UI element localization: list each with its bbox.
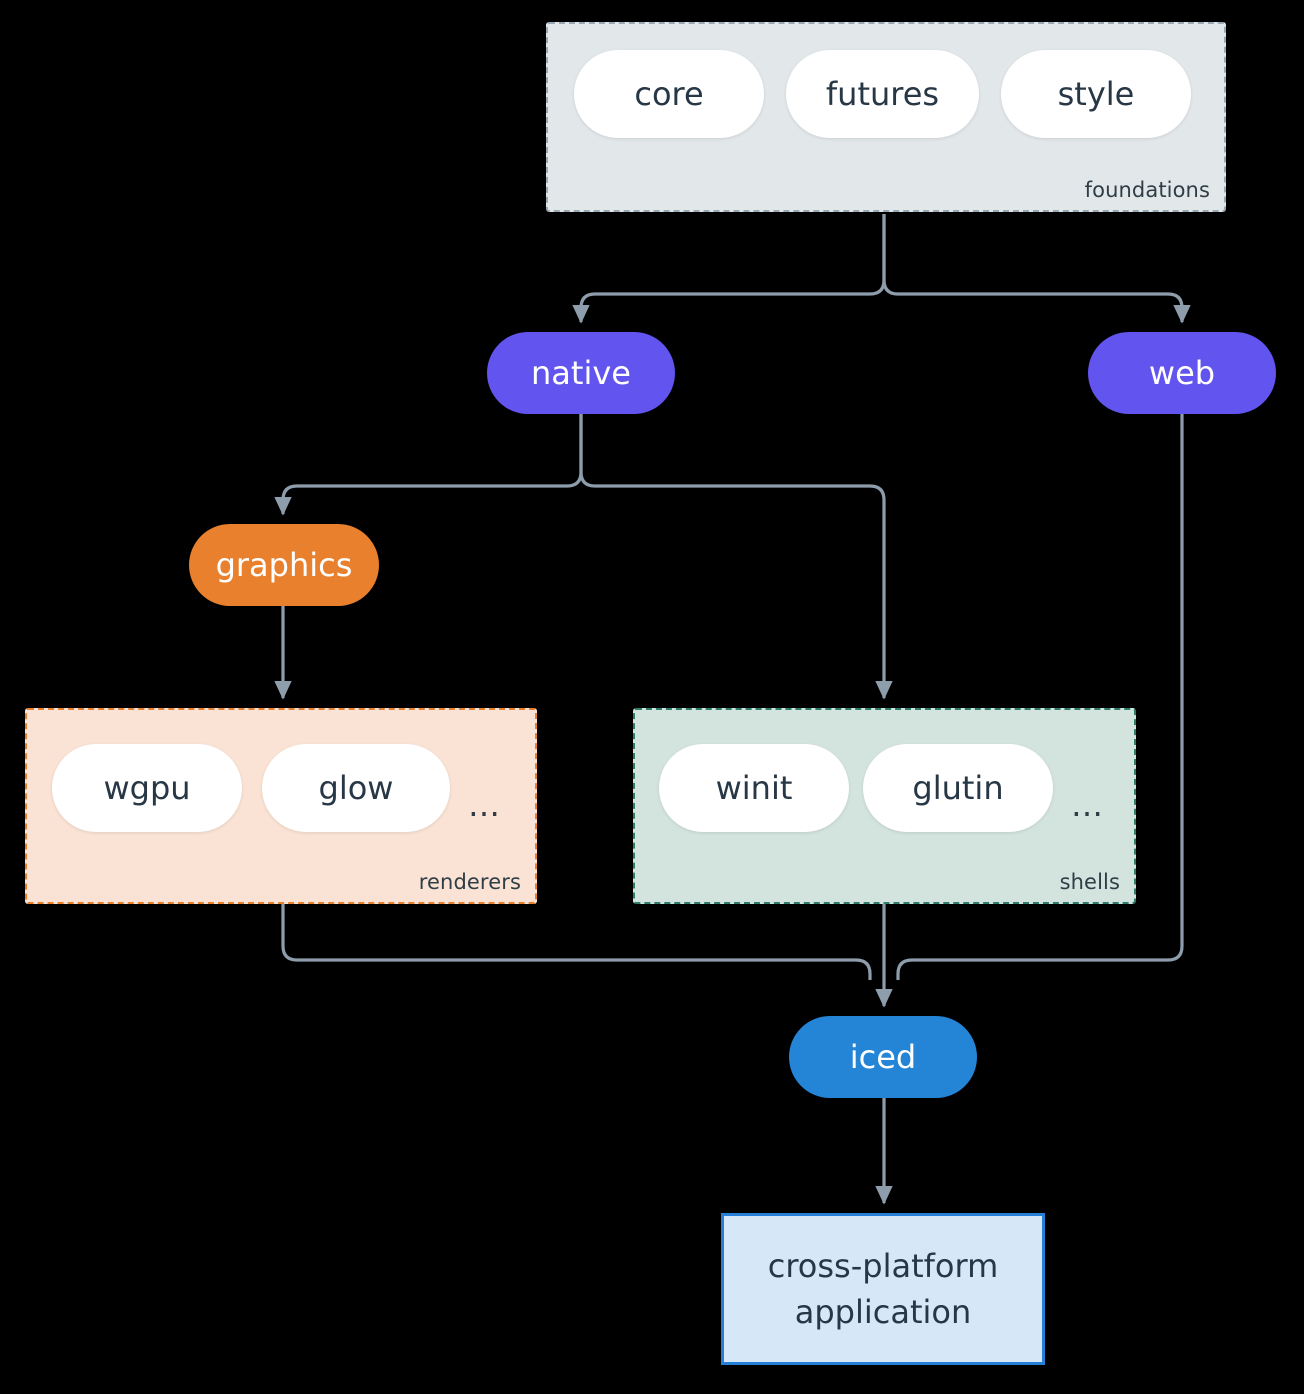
node-glow[interactable]: glow: [262, 744, 450, 832]
node-winit[interactable]: winit: [659, 744, 849, 832]
edge-web-iced: [896, 414, 1184, 980]
cluster-renderers-nodes: wgpu glow …: [52, 736, 500, 840]
shells-overflow-ellipsis: …: [1071, 786, 1103, 824]
node-futures[interactable]: futures: [786, 50, 979, 138]
cluster-renderers: wgpu glow … renderers: [25, 708, 537, 904]
node-glutin[interactable]: glutin: [863, 744, 1053, 832]
edge-renderers-iced: [281, 904, 872, 980]
cluster-shells: winit glutin … shells: [633, 708, 1136, 904]
cluster-foundations-nodes: core futures style: [574, 50, 1191, 138]
application-line-1: cross-platform: [767, 1246, 999, 1285]
node-wgpu[interactable]: wgpu: [52, 744, 242, 832]
cluster-foundations: core futures style foundations: [546, 22, 1226, 212]
node-iced[interactable]: iced: [789, 1016, 977, 1098]
edge-native-shells: [579, 414, 893, 700]
cluster-shells-nodes: winit glutin …: [659, 736, 1103, 840]
node-native[interactable]: native: [487, 332, 675, 414]
edge-foundations-web: [882, 214, 1191, 324]
node-cross-platform-application[interactable]: cross-platform application: [721, 1213, 1045, 1365]
cluster-shells-label: shells: [1059, 870, 1120, 894]
renderers-overflow-ellipsis: …: [468, 786, 500, 824]
node-graphics[interactable]: graphics: [189, 524, 379, 606]
node-style[interactable]: style: [1001, 50, 1191, 138]
edge-native-graphics: [274, 414, 583, 516]
cluster-foundations-label: foundations: [1084, 178, 1210, 202]
node-core[interactable]: core: [574, 50, 764, 138]
application-line-2: application: [794, 1293, 972, 1331]
node-web[interactable]: web: [1088, 332, 1276, 414]
edge-foundations-native: [572, 214, 886, 324]
cluster-renderers-label: renderers: [418, 870, 521, 894]
